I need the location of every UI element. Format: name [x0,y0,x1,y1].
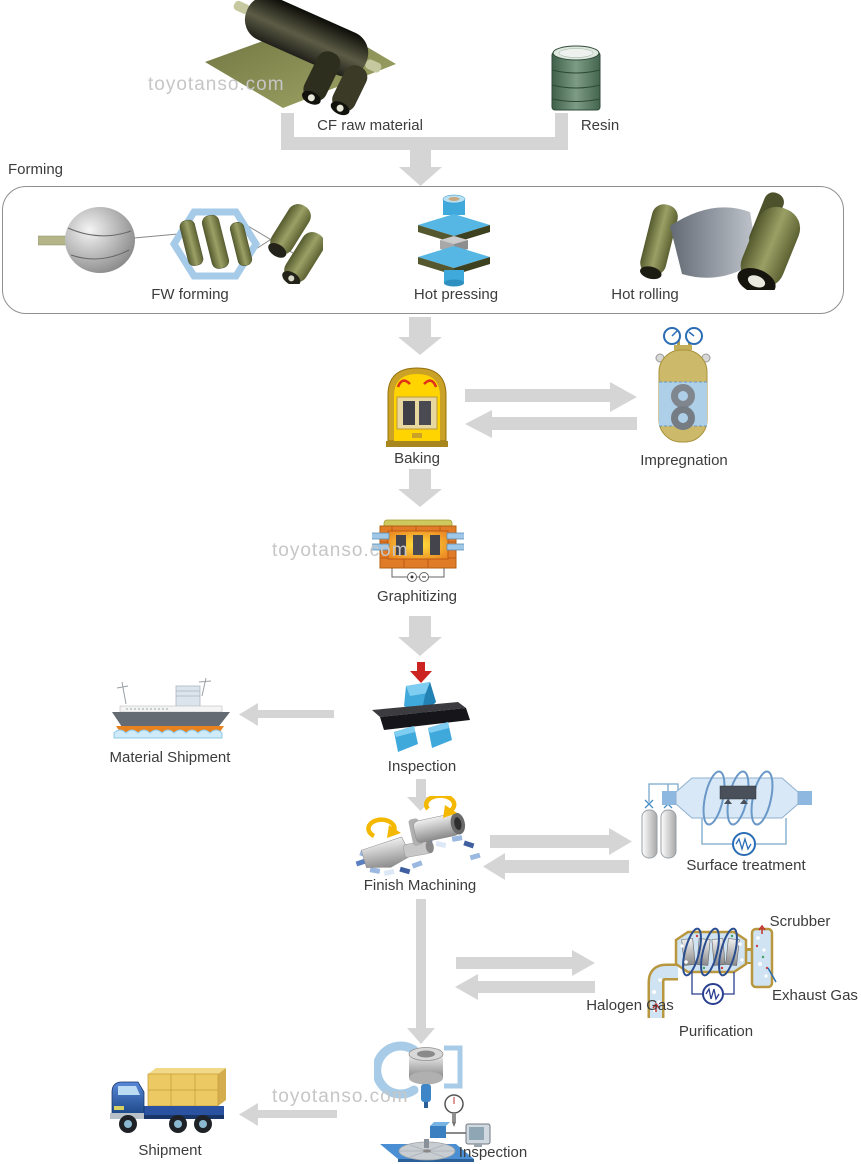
delivery-truck-icon [110,1068,226,1133]
exhaust-gas-label: Exhaust Gas [772,987,858,1004]
watermark-top: toyotanso.com [148,74,285,95]
surface-treatment-icon [641,770,812,859]
arrow-to-purification [456,950,595,976]
impregnation-tank-icon [655,327,711,443]
arrow-graphitizing-to-inspection [398,616,442,656]
purification-label: Purification [678,1023,754,1040]
fw-forming-label: FW forming [151,286,229,303]
arrow-from-purification [455,974,595,1000]
baking-label: Baking [394,450,440,467]
arrow-impregnation-to-baking [465,410,637,438]
halogen-gas-label: Halogen Gas [586,997,674,1014]
graphitizing-label: Graphitizing [376,588,458,605]
inspection-final-label: Inspection [458,1144,528,1161]
arrow-forming-to-baking [398,317,442,355]
hot-rolling-label: Hot rolling [611,286,679,303]
resin-label: Resin [580,117,620,134]
purification-furnace-icon [647,924,777,1018]
arrow-machining-to-surface [490,828,632,855]
metrology-inspection-icon [374,1041,491,1162]
bend-test-inspection-icon [372,662,470,752]
arrow-machining-to-final-inspection [407,899,435,1044]
fw-forming-icon [38,204,323,284]
hot-pressing-label: Hot pressing [413,286,499,303]
merge-connector-cf-resin [281,113,568,186]
material-shipment-label: Material Shipment [109,749,231,766]
baking-kiln-icon [386,367,448,447]
resin-drum-icon [551,45,601,111]
forming-group-box [2,186,844,314]
hot-pressing-icon [418,194,490,287]
arrow-surface-to-machining [483,853,629,880]
cf-raw-material-label: CF raw material [317,117,423,134]
graphitizing-furnace-icon [372,519,464,582]
hot-rolling-icon [640,192,801,290]
watermark-middle: toyotanso.com [272,540,409,561]
arrow-inspection-to-truck [239,1103,337,1126]
arrow-baking-to-graphitizing [398,469,442,507]
finish-machining-label: Finish Machining [363,877,477,894]
inspection-material-label: Inspection [387,758,457,775]
cf-raw-material-icon [205,0,396,116]
forming-group-label: Forming [8,161,64,178]
arrow-baking-to-impregnation [465,382,637,412]
finish-machining-icon [355,796,481,876]
shipment-label: Shipment [138,1142,202,1159]
surface-treatment-label: Surface treatment [686,857,806,874]
impregnation-label: Impregnation [640,452,728,469]
arrow-inspection-to-ship [239,703,334,726]
cargo-ship-icon [112,677,230,739]
watermark-bottom: toyotanso.com [272,1086,409,1107]
scrubber-label: Scrubber [769,913,831,930]
